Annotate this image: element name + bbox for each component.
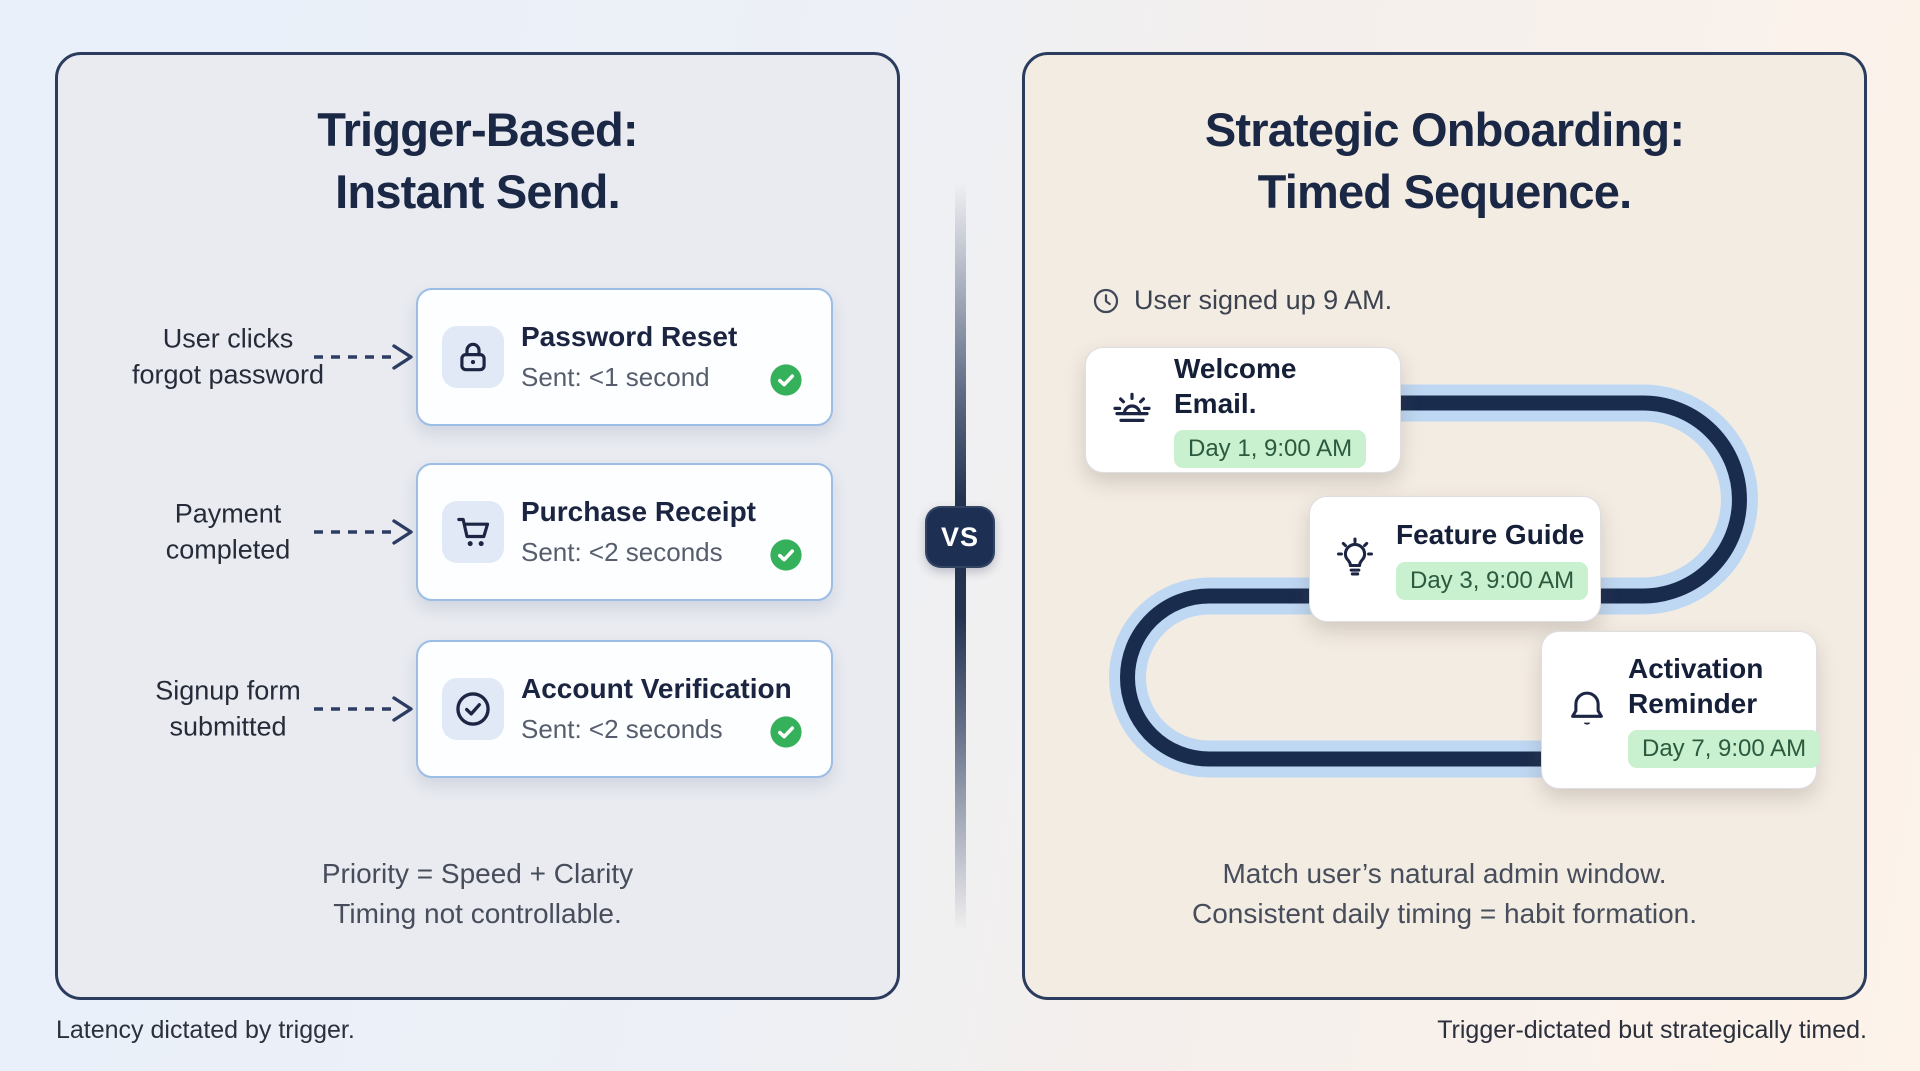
card-subtitle: Sent: <2 seconds xyxy=(521,714,723,744)
step-body: Feature Guide Day 3, 9:00 AM xyxy=(1396,518,1589,600)
step-schedule-badge: Day 3, 9:00 AM xyxy=(1396,561,1589,600)
left-panel-summary: Priority = Speed + Clarity Timing not co… xyxy=(58,854,897,935)
trigger-label-line1: Signup form xyxy=(155,675,301,706)
step-title: Activation Reminder xyxy=(1628,653,1764,719)
card-subtitle: Sent: <2 seconds xyxy=(521,537,723,567)
right-summary-line1: Match user’s natural admin window. xyxy=(1222,857,1667,889)
step-body: Welcome Email. Day 1, 9:00 AM xyxy=(1174,352,1378,468)
dashed-arrow-icon xyxy=(312,516,416,548)
step-schedule-badge: Day 1, 9:00 AM xyxy=(1174,429,1367,468)
trigger-label-line1: Payment xyxy=(174,498,282,529)
card-text: Purchase Receipt Sent: <2 seconds xyxy=(521,496,756,568)
left-summary-line2: Timing not controllable. xyxy=(333,898,622,930)
left-footnote: Latency dictated by trigger. xyxy=(56,1016,355,1044)
lock-icon xyxy=(442,326,504,388)
step-card-feature-guide: Feature Guide Day 3, 9:00 AM xyxy=(1309,496,1601,622)
signup-note: User signed up 9 AM. xyxy=(1091,285,1392,316)
sunrise-icon xyxy=(1108,386,1156,434)
card-text: Account Verification Sent: <2 seconds xyxy=(521,673,792,745)
step-body: Activation Reminder Day 7, 9:00 AM xyxy=(1628,652,1821,768)
card-text: Password Reset Sent: <1 second xyxy=(521,321,737,393)
email-card-purchase-receipt: Purchase Receipt Sent: <2 seconds xyxy=(416,463,833,601)
trigger-label: Signup form submitted xyxy=(86,673,370,744)
strategic-onboarding-panel: Strategic Onboarding: Timed Sequence. Us… xyxy=(1022,52,1867,1000)
step-card-welcome-email: Welcome Email. Day 1, 9:00 AM xyxy=(1085,347,1401,473)
vs-badge: VS xyxy=(925,506,995,568)
trigger-label-line2: forgot password xyxy=(131,359,325,389)
card-title: Account Verification xyxy=(521,673,792,704)
right-footnote: Trigger-dictated but strategically timed… xyxy=(1437,1016,1867,1044)
left-panel-title-line2: Instant Send. xyxy=(335,165,620,219)
right-panel-summary: Match user’s natural admin window. Consi… xyxy=(1025,854,1864,935)
card-subtitle: Sent: <1 second xyxy=(521,362,710,392)
trigger-label-line2: completed xyxy=(165,534,291,564)
trigger-label: User clicks forgot password xyxy=(86,321,370,392)
step-title: Feature Guide xyxy=(1396,519,1585,551)
dashed-arrow-icon xyxy=(312,693,416,725)
step-schedule-badge: Day 7, 9:00 AM xyxy=(1628,729,1821,768)
right-panel-title: Strategic Onboarding: Timed Sequence. xyxy=(1025,99,1864,223)
email-card-account-verification: Account Verification Sent: <2 seconds xyxy=(416,640,833,778)
right-summary-line2: Consistent daily timing = habit formatio… xyxy=(1191,898,1698,930)
lightbulb-icon xyxy=(1332,536,1378,582)
trigger-label: Payment completed xyxy=(86,496,370,567)
right-panel-title-line2: Timed Sequence. xyxy=(1257,165,1633,219)
left-summary-line1: Priority = Speed + Clarity xyxy=(321,857,634,889)
check-circle-icon xyxy=(442,678,504,740)
vs-badge-label: VS xyxy=(940,521,980,552)
card-title: Purchase Receipt xyxy=(521,496,756,527)
dashed-arrow-icon xyxy=(312,341,416,373)
trigger-row-purchase-receipt: Payment completed Purchase xyxy=(58,463,897,601)
step-card-activation-reminder: Activation Reminder Day 7, 9:00 AM xyxy=(1541,631,1821,789)
trigger-based-panel: Trigger-Based: Instant Send. User clicks… xyxy=(55,52,900,1000)
clock-icon xyxy=(1091,286,1121,316)
left-panel-title: Trigger-Based: Instant Send. xyxy=(58,99,897,223)
left-panel-title-line1: Trigger-Based: xyxy=(317,103,638,156)
step-title: Welcome Email. xyxy=(1174,353,1297,419)
card-title: Password Reset xyxy=(521,321,738,352)
trigger-row-account-verification: Signup form submitted Account Verificat xyxy=(58,640,897,778)
trigger-row-password-reset: User clicks forgot password xyxy=(58,288,897,426)
email-card-password-reset: Password Reset Sent: <1 second xyxy=(416,288,833,426)
right-panel-title-line1: Strategic Onboarding: xyxy=(1204,103,1685,156)
trigger-label-line2: submitted xyxy=(169,711,287,741)
bell-icon xyxy=(1564,687,1610,733)
timeline-path xyxy=(1109,384,1758,778)
signup-note-text: User signed up 9 AM. xyxy=(1134,285,1393,315)
check-circle-green-icon xyxy=(769,363,803,397)
shopping-cart-icon xyxy=(442,501,504,563)
check-circle-green-icon xyxy=(769,538,803,572)
trigger-label-line1: User clicks xyxy=(162,323,294,354)
check-circle-green-icon xyxy=(769,715,803,749)
